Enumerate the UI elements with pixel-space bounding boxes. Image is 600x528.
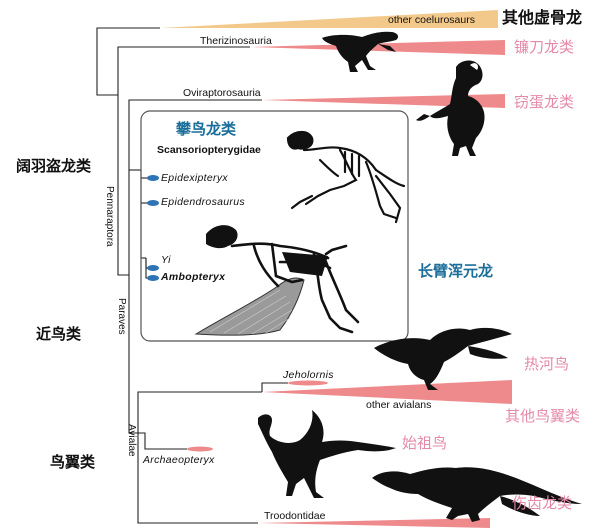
yi-dot bbox=[147, 265, 159, 271]
other-coelurosaurs-label: other coelurosaurs bbox=[388, 14, 475, 26]
epidendrosaurus-dot bbox=[147, 200, 159, 206]
pennaraptora-zh-label: 阔羽盗龙类 bbox=[16, 157, 92, 175]
archaeopteryx-label: Archaeopteryx bbox=[143, 454, 215, 466]
ambopteryx-zh-label: 长臂浑元龙 bbox=[418, 262, 494, 280]
therizinosaur-icon bbox=[322, 31, 399, 72]
branch-root bbox=[96, 27, 160, 96]
branch-oviraptorosauria bbox=[128, 99, 262, 275]
avialae-zh-label: 鸟翼类 bbox=[50, 453, 96, 471]
branch-avialae bbox=[137, 391, 262, 433]
ambopteryx-label: Ambopteryx bbox=[161, 271, 226, 283]
archaeopteryx-zh-label: 始祖鸟 bbox=[402, 434, 448, 452]
scansoriopterygidae-zh-label: 攀鸟龙类 bbox=[176, 120, 237, 138]
oviraptorosauria-zh-label: 窃蛋龙类 bbox=[514, 93, 575, 111]
other-coelurosaurs-zh-label: 其他虚骨龙 bbox=[502, 8, 583, 27]
branch-paraves bbox=[128, 275, 138, 434]
scansoriopterygidae-label: Scansoriopterygidae bbox=[157, 144, 261, 156]
epidexipteryx-label: Epidexipteryx bbox=[161, 172, 228, 184]
yi-label: Yi bbox=[161, 254, 171, 266]
troodontidae-bar bbox=[258, 518, 490, 528]
paraves-zh-label: 近鸟类 bbox=[36, 325, 82, 343]
branch-archaeopteryx bbox=[138, 432, 187, 450]
ambopteryx-skeleton-icon bbox=[194, 225, 360, 336]
scansoriopterygid-skeleton-icon bbox=[286, 130, 406, 224]
pennaraptora-label: Pennaraptora bbox=[104, 186, 115, 247]
archaeopteryx-icon bbox=[258, 410, 396, 498]
other-coelurosaurs-bar bbox=[160, 10, 498, 28]
therizinosauria-label: Therizinosauria bbox=[200, 35, 272, 47]
epidexipteryx-dot bbox=[147, 175, 159, 181]
jeholornis-label: Jeholornis bbox=[283, 369, 334, 381]
ambopteryx-dot bbox=[147, 275, 159, 281]
epidendrosaurus-label: Epidendrosaurus bbox=[161, 196, 245, 208]
oviraptor-icon bbox=[416, 60, 485, 156]
branch-troodontidae bbox=[137, 433, 258, 524]
other-avialans-zh-label: 其他鸟翼类 bbox=[505, 407, 581, 425]
branch-pennaraptora bbox=[117, 95, 129, 276]
oviraptorosauria-label: Oviraptorosauria bbox=[183, 87, 261, 99]
oviraptorosauria-bar bbox=[262, 94, 505, 108]
paraves-label: Paraves bbox=[116, 298, 127, 335]
jeholornis-icon bbox=[374, 327, 512, 390]
jeholornis-zh-label: 热河鸟 bbox=[524, 355, 570, 373]
other-avialans-label: other avialans bbox=[366, 399, 432, 411]
therizinosauria-zh-label: 镰刀龙类 bbox=[514, 38, 575, 56]
branch-jeholornis bbox=[261, 382, 288, 392]
other-avialans-bar bbox=[262, 380, 512, 404]
scansoriopterygidae-box bbox=[140, 110, 409, 342]
archaeopteryx-bar bbox=[187, 446, 213, 452]
troodontidae-zh-label: 伤齿龙类 bbox=[512, 494, 573, 512]
troodontidae-label: Troodontidae bbox=[264, 510, 326, 522]
branch-therizinosauria bbox=[117, 46, 250, 95]
troodontid-icon bbox=[372, 467, 582, 522]
therizinosauria-bar bbox=[250, 40, 505, 55]
jeholornis-bar bbox=[288, 380, 328, 386]
avialae-label: Avialae bbox=[126, 424, 137, 457]
